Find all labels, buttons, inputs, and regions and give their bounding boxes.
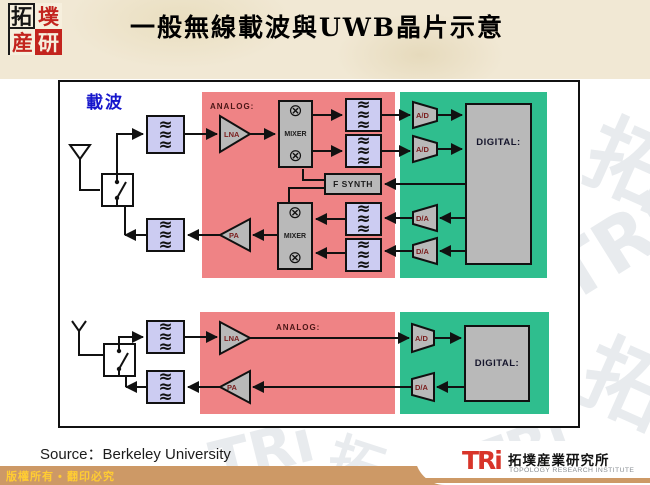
carrier-label: 載波 bbox=[86, 93, 124, 113]
digital-block-uwb: DIGITAL: bbox=[464, 325, 530, 402]
switch-dot bbox=[116, 366, 122, 372]
bandpass-filter: ≈ ≈ ≈ bbox=[146, 115, 185, 154]
tri-logo: TRi bbox=[462, 446, 503, 475]
source-caption: Source：Berkeley University bbox=[40, 446, 231, 463]
bandpass-filter: ≈ ≈ ≈ bbox=[345, 95, 382, 135]
tri-name-en: TOPOLOGY RESEARCH INSTITUTE bbox=[509, 467, 635, 474]
switch-contact bbox=[116, 174, 127, 206]
mixer-label: MIXER bbox=[284, 130, 307, 138]
filter-wave-icon: ≈ ≈ ≈ bbox=[158, 317, 173, 357]
mixer-cross-icon: ⊗ bbox=[287, 248, 303, 268]
mixer-cross-icon: ⊗ bbox=[288, 146, 303, 166]
tri-panel-underline bbox=[424, 478, 650, 483]
wire bbox=[116, 128, 144, 174]
tri-logo-panel bbox=[415, 441, 650, 485]
logo-char: 拓 bbox=[8, 3, 35, 29]
filter-wave-icon: ≈ ≈ ≈ bbox=[356, 199, 371, 239]
wire bbox=[78, 331, 103, 356]
bandpass-filter: ≈ ≈ ≈ bbox=[146, 317, 185, 357]
antenna-icon bbox=[68, 144, 92, 161]
switch-dot bbox=[114, 195, 120, 201]
logo-char: 墣 bbox=[38, 3, 59, 29]
digital-block-carrier: DIGITAL: bbox=[465, 103, 532, 265]
antenna-icon bbox=[71, 320, 87, 332]
logo-char: 研 bbox=[35, 29, 62, 55]
copyright-text: 版權所有 • 翻印必究 bbox=[6, 471, 115, 483]
tr-switch bbox=[101, 173, 134, 207]
tri-watermark: 拓 bbox=[569, 102, 650, 229]
wire bbox=[118, 331, 144, 344]
tx-mixer-block: ⊗ MIXER ⊗ bbox=[277, 202, 313, 270]
analog-label: ANALOG: bbox=[276, 323, 321, 332]
bandpass-filter: ≈ ≈ ≈ bbox=[345, 235, 382, 275]
bandpass-filter: ≈ ≈ ≈ bbox=[146, 215, 185, 255]
topology-logo: 拓 墣 産 研 bbox=[8, 3, 62, 55]
analog-label: ANALOG: bbox=[210, 102, 255, 111]
block-diagram: 載波 ANALOG: ANALOG: ≈ ≈ ≈ ≈ ≈ ≈ ≈ ≈ ≈ ≈ ≈… bbox=[58, 80, 580, 428]
switch-dot bbox=[116, 348, 122, 354]
tr-switch bbox=[103, 343, 136, 377]
bandpass-filter: ≈ ≈ ≈ bbox=[345, 131, 382, 171]
filter-wave-icon: ≈ ≈ ≈ bbox=[356, 235, 371, 275]
wire bbox=[79, 159, 100, 191]
mixer-cross-icon: ⊗ bbox=[288, 101, 303, 121]
page-title: 一般無線載波與UWB晶片示意 bbox=[130, 13, 505, 42]
switch-dot bbox=[114, 179, 120, 185]
filter-wave-icon: ≈ ≈ ≈ bbox=[158, 215, 173, 255]
header-band: 拓 墣 産 研 一般無線載波與UWB晶片示意 bbox=[0, 0, 650, 79]
filter-wave-icon: ≈ ≈ ≈ bbox=[356, 131, 371, 171]
filter-wave-icon: ≈ ≈ ≈ bbox=[356, 95, 371, 135]
filter-wave-icon: ≈ ≈ ≈ bbox=[158, 114, 173, 155]
bandpass-filter: ≈ ≈ ≈ bbox=[146, 367, 185, 407]
mixer-label: MIXER bbox=[283, 232, 307, 240]
rx-mixer-block: ⊗ MIXER ⊗ bbox=[278, 100, 313, 168]
freq-synth-block: F SYNTH bbox=[324, 173, 382, 195]
tri-name-zh: 拓墣産業研究所 bbox=[508, 453, 610, 469]
mixer-cross-icon: ⊗ bbox=[287, 203, 303, 223]
logo-char: 産 bbox=[8, 29, 35, 55]
filter-wave-icon: ≈ ≈ ≈ bbox=[158, 367, 173, 407]
switch-contact bbox=[118, 344, 129, 376]
bandpass-filter: ≈ ≈ ≈ bbox=[345, 199, 382, 239]
